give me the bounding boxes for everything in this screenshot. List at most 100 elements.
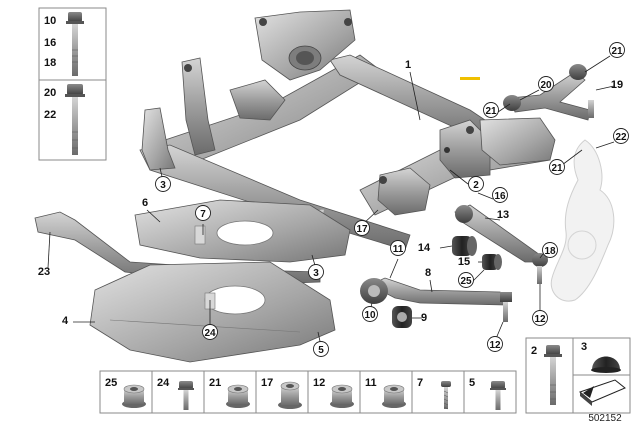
parts-strip: 25 24 21 17 12 11 7 5 [99, 370, 517, 414]
parts-strip-label: 17 [261, 377, 273, 389]
callout-leader [584, 55, 611, 73]
callout-label: 12 [534, 314, 546, 325]
callout-leader [484, 217, 501, 221]
callout-label: 25 [460, 276, 472, 287]
callout-c14: 14 [418, 242, 453, 254]
callout-c15: 15 [458, 256, 482, 268]
callout-circle [538, 76, 554, 92]
callout-circle [308, 264, 324, 280]
callout-circle [202, 324, 218, 340]
callout-label: 24 [204, 328, 216, 339]
callout-circle [195, 205, 211, 221]
callout-label: 13 [497, 209, 509, 221]
callout-circle [613, 128, 629, 144]
long-bolt-icon [544, 345, 562, 405]
bolt-box: 10 16 18 20 22 [38, 7, 107, 161]
bolt-icon [178, 381, 194, 410]
callout-c21a: 21 [584, 42, 625, 73]
bolt-box-label-10: 10 [44, 15, 56, 27]
parts-strip-label: 24 [157, 377, 170, 389]
callout-circle [542, 242, 558, 258]
callout-circle [549, 159, 565, 175]
callout-circle [390, 240, 406, 256]
callout-leader [519, 89, 540, 101]
callout-c12a: 12 [487, 321, 504, 352]
callout-c13: 13 [484, 209, 509, 221]
parts-strip-label: 11 [365, 377, 377, 389]
callout-c21b: 21 [483, 102, 511, 118]
callout-c19: 19 [595, 79, 623, 91]
parts-strip-label: 5 [469, 377, 475, 389]
corner-box: 2 3 [525, 337, 631, 414]
callout-c12b: 12 [532, 284, 548, 326]
callout-label: 10 [364, 310, 376, 321]
parts-strip-label: 7 [417, 377, 423, 389]
callout-label: 9 [421, 312, 427, 324]
callout-leader [47, 231, 51, 269]
callout-leader [449, 169, 469, 185]
bushing-9 [392, 306, 412, 328]
medium-bolt-icon [65, 84, 85, 155]
flange-nut-icon [382, 384, 406, 408]
flange-nut-icon [330, 384, 354, 408]
callout-c9: 9 [412, 312, 427, 324]
callout-circle [532, 310, 548, 326]
under-shield [134, 199, 351, 263]
callout-label: 7 [200, 209, 206, 220]
callout-c1: 1 [405, 59, 421, 121]
callout-c6: 6 [142, 197, 161, 223]
callout-leader [409, 71, 421, 121]
lower-wishbone [360, 277, 512, 322]
corner-label-2: 2 [531, 345, 537, 357]
callout-leader [561, 149, 583, 166]
bushing-15 [482, 254, 502, 270]
direction-arrow-icon [578, 379, 626, 406]
parts-strip-label: 12 [313, 377, 325, 389]
callout-circle [155, 176, 171, 192]
callout-leader [389, 258, 399, 279]
callout-circle [609, 42, 625, 58]
callout-circle [468, 176, 484, 192]
callout-label: 15 [458, 256, 470, 268]
callout-leader [595, 141, 615, 149]
callout-c21c: 21 [549, 149, 583, 175]
bolt-box-label-18: 18 [44, 57, 56, 69]
callout-circle [354, 220, 370, 236]
callout-leader [472, 269, 485, 282]
callout-leader [539, 253, 544, 259]
bolt-icon [490, 381, 506, 410]
callout-c11: 11 [389, 240, 406, 279]
callout-label: 21 [485, 106, 497, 117]
callout-label: 3 [160, 180, 166, 191]
callout-label: 17 [356, 224, 368, 235]
callout-circle [487, 336, 503, 352]
callout-c24: 24 [202, 300, 218, 340]
callout-label: 5 [318, 345, 324, 356]
callout-label: 4 [62, 315, 69, 327]
callout-c8: 8 [425, 267, 433, 293]
thrust-link [454, 204, 548, 284]
steering-knuckle [550, 139, 615, 302]
bolt-box-label-22: 22 [44, 109, 56, 121]
callout-label: 21 [611, 46, 623, 57]
bolt-box-label-20: 20 [44, 87, 56, 99]
callout-label: 12 [489, 340, 501, 351]
callout-c23: 23 [38, 231, 51, 278]
callout-label: 3 [313, 268, 319, 279]
callout-c4: 4 [62, 315, 95, 327]
callout-circle [492, 187, 508, 203]
callout-c16: 16 [477, 187, 508, 203]
callout-c3b: 3 [308, 254, 324, 280]
callout-c17: 17 [354, 209, 379, 236]
callout-c2: 2 [449, 169, 484, 192]
parts-strip-label: 21 [209, 377, 221, 389]
parts-strip-label: 25 [105, 377, 117, 389]
callout-leader [439, 245, 453, 249]
collar-nut-icon [278, 381, 302, 409]
callout-c25: 25 [458, 269, 485, 288]
callout-label: 6 [142, 197, 148, 209]
bolt-box-label-16: 16 [44, 37, 56, 49]
callout-leader [595, 85, 615, 91]
callout-leader [497, 103, 511, 113]
